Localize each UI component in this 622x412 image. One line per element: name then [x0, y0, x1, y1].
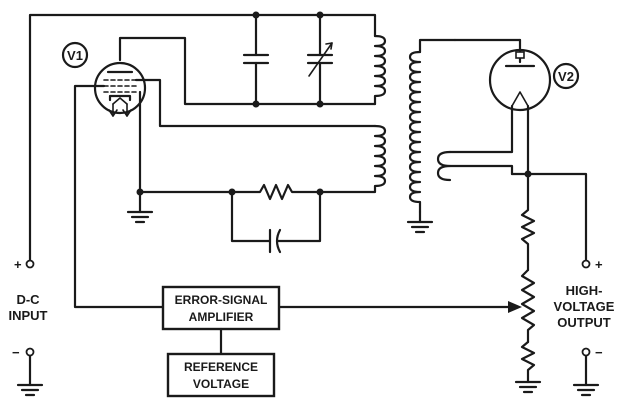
input-plus-sign: +	[14, 257, 22, 272]
ground-divider	[514, 380, 542, 394]
error-signal-amplifier: ERROR-SIGNAL AMPLIFIER	[161, 285, 281, 331]
output-label: HIGH- VOLTAGE OUTPUT	[554, 283, 615, 330]
input-label-2: INPUT	[9, 308, 48, 323]
input-negative-terminal: −	[12, 345, 44, 397]
input-positive-terminal: +	[14, 257, 35, 272]
divider-potentiometer	[520, 268, 536, 344]
filament-winding	[436, 116, 514, 182]
grid-leak-resistor	[228, 183, 324, 201]
ground-v1	[126, 210, 154, 224]
output-minus-sign: −	[595, 345, 603, 360]
plate-wire	[118, 36, 377, 108]
input-label-1: D-C	[16, 292, 40, 307]
divider-upper-resistor	[520, 172, 536, 272]
cathode-wire	[136, 90, 234, 214]
tank-coil	[373, 34, 387, 106]
control-grid-wire	[73, 84, 165, 309]
v2-label-circle: V2	[552, 62, 580, 90]
tuning-capacitor	[306, 13, 334, 106]
v2-label: V2	[558, 69, 574, 84]
input-label: D-C INPUT	[9, 292, 48, 323]
error-amp-label-1: ERROR-SIGNAL	[175, 293, 268, 307]
output-label-3: OUTPUT	[557, 315, 611, 330]
hv-secondary-coil	[408, 38, 522, 214]
output-positive-terminal: +	[581, 257, 603, 272]
grid-wire	[134, 78, 387, 194]
output-label-1: HIGH-	[566, 283, 603, 298]
input-minus-sign: −	[12, 345, 20, 360]
sample-wire	[277, 301, 522, 313]
divider-lower-resistor	[520, 340, 536, 384]
tank-capacitor	[242, 13, 270, 106]
grid-capacitor	[230, 190, 322, 254]
reference-label-2: VOLTAGE	[193, 377, 249, 391]
output-plus-sign: +	[595, 257, 603, 272]
reference-label-1: REFERENCE	[184, 360, 258, 374]
output-negative-terminal: −	[572, 345, 603, 397]
error-amp-label-2: AMPLIFIER	[189, 310, 254, 324]
v1-tube	[93, 61, 147, 117]
ground-secondary	[406, 210, 434, 234]
reference-voltage: REFERENCE VOLTAGE	[166, 352, 276, 398]
v1-label: V1	[67, 48, 83, 63]
v2-tube	[488, 38, 552, 176]
v1-label-circle: V1	[61, 41, 89, 69]
output-label-2: VOLTAGE	[554, 299, 615, 314]
